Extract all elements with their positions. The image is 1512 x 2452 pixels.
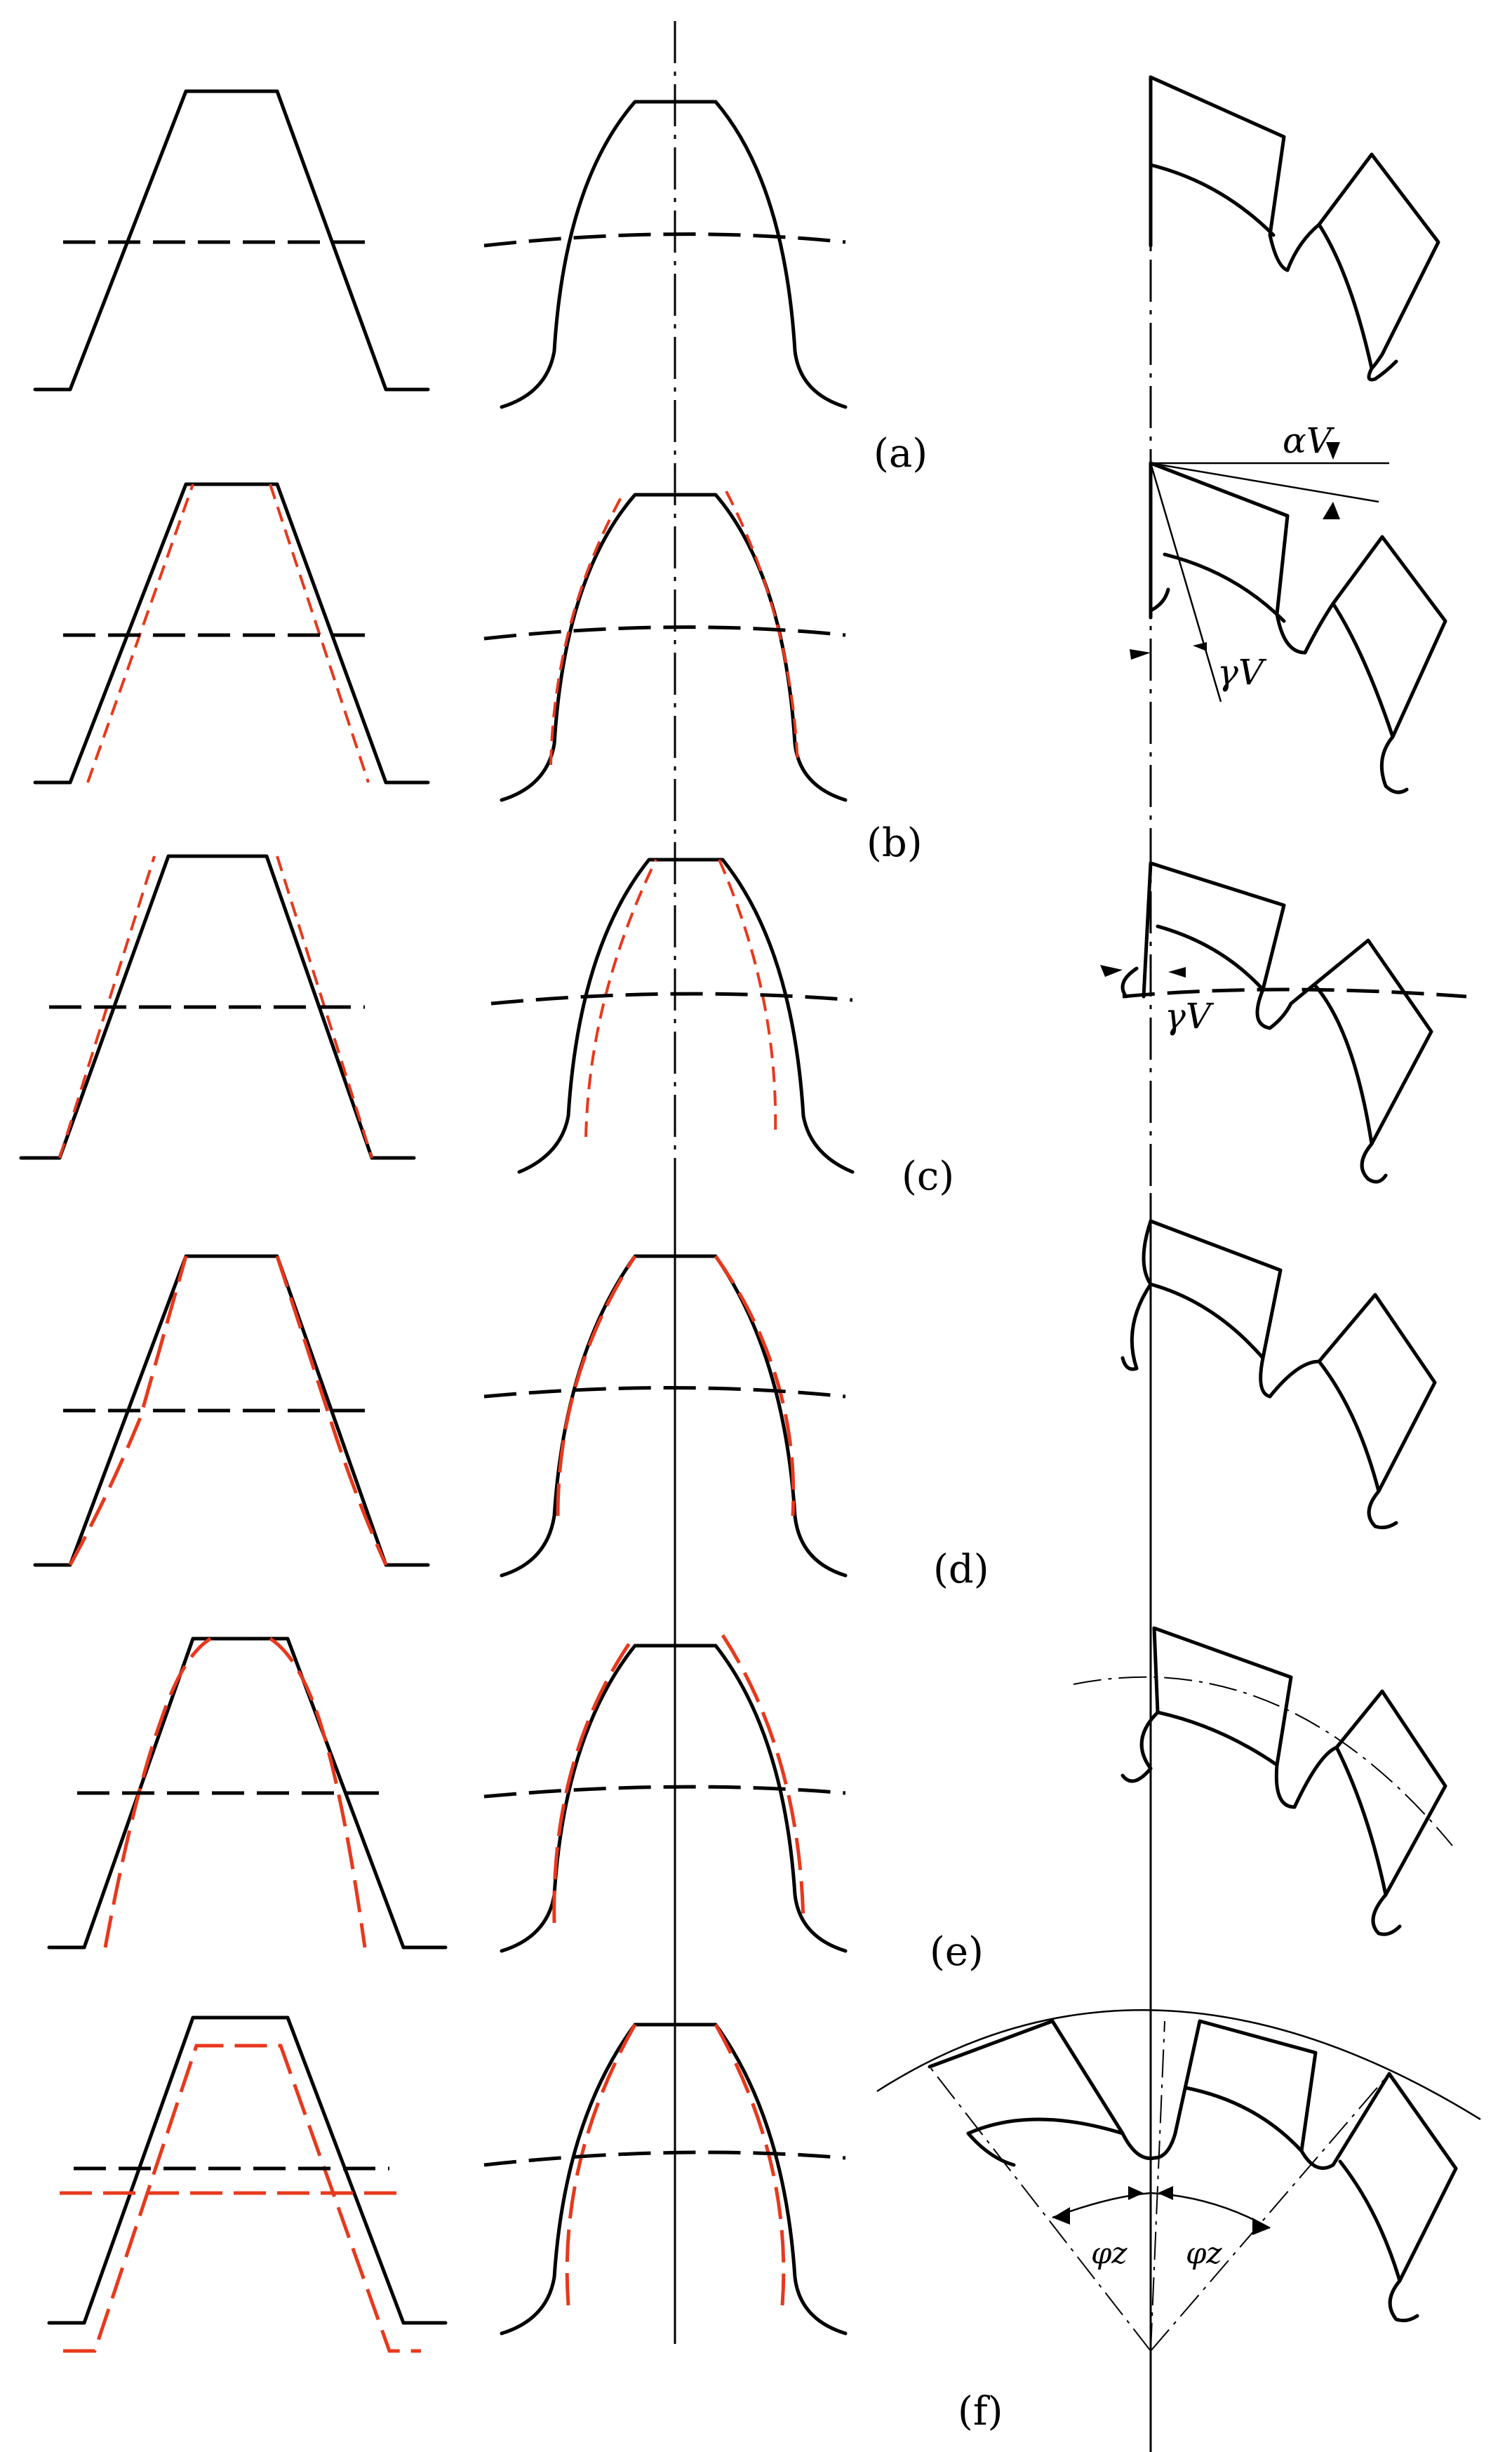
gear-tooth-d [500, 1254, 848, 1578]
symbol-phi-z-right: φz [1186, 2236, 1222, 2270]
row-c: γV (c) [19, 854, 1467, 1199]
gear-mod-c [584, 859, 777, 1138]
symbol-phi-z-left: φz [1091, 2236, 1128, 2270]
row-d: (d) [33, 1219, 1437, 1592]
gear-mod-f [565, 2023, 786, 2306]
rack-mod-d [68, 1255, 388, 1566]
pitch-arc-gear-e [483, 1785, 846, 1799]
pitch-arc-gear-c [490, 992, 853, 1006]
hob-e [1073, 1626, 1453, 1936]
label-b: (b) [867, 820, 923, 866]
symbol-gamma-v-b: γV [1217, 652, 1267, 693]
hob-d [1120, 1219, 1437, 1530]
hob-f [876, 2009, 1481, 2352]
hob-b [1130, 442, 1447, 794]
rack-tooth-a [33, 89, 430, 392]
hob-c [1100, 861, 1467, 1184]
symbol-alpha-v: αV [1283, 420, 1335, 461]
row-a: (a) [33, 75, 1440, 477]
pitch-arc-gear-a [483, 232, 846, 248]
label-a: (a) [874, 431, 928, 477]
row-e: (e) [47, 1626, 1453, 1975]
pitch-arc-gear-b [483, 625, 846, 641]
rack-mod-e [103, 1637, 367, 1948]
gear-mod-b [549, 491, 799, 766]
pitch-arc-gear-f [483, 2150, 846, 2167]
rack-mod-f [63, 2044, 421, 2353]
gear-tooth-b [500, 493, 848, 802]
rack-tooth-d [33, 1254, 430, 1567]
label-d: (d) [933, 1547, 989, 1592]
rack-tooth-b [33, 482, 430, 785]
rack-tooth-e [47, 1637, 448, 1950]
label-c: (c) [902, 1154, 954, 1199]
rack-tooth-c [19, 854, 416, 1160]
rack-tooth-f [47, 2015, 448, 2325]
gear-tooth-c [517, 858, 855, 1174]
row-b: αV γV (b) [33, 420, 1447, 866]
hob-a [1149, 75, 1440, 382]
gear-mod-e [552, 1634, 805, 1924]
pitch-arc-gear-d [483, 1386, 846, 1399]
label-e: (e) [930, 1929, 984, 1975]
gear-tooth-f [500, 2023, 848, 2336]
label-f: (f) [958, 2389, 1003, 2434]
gear-tooth-a [500, 100, 848, 409]
gear-mod-d [556, 1255, 796, 1517]
row-f: φz φz (f) [47, 2009, 1481, 2434]
symbol-gamma-v-c: γV [1165, 996, 1215, 1037]
